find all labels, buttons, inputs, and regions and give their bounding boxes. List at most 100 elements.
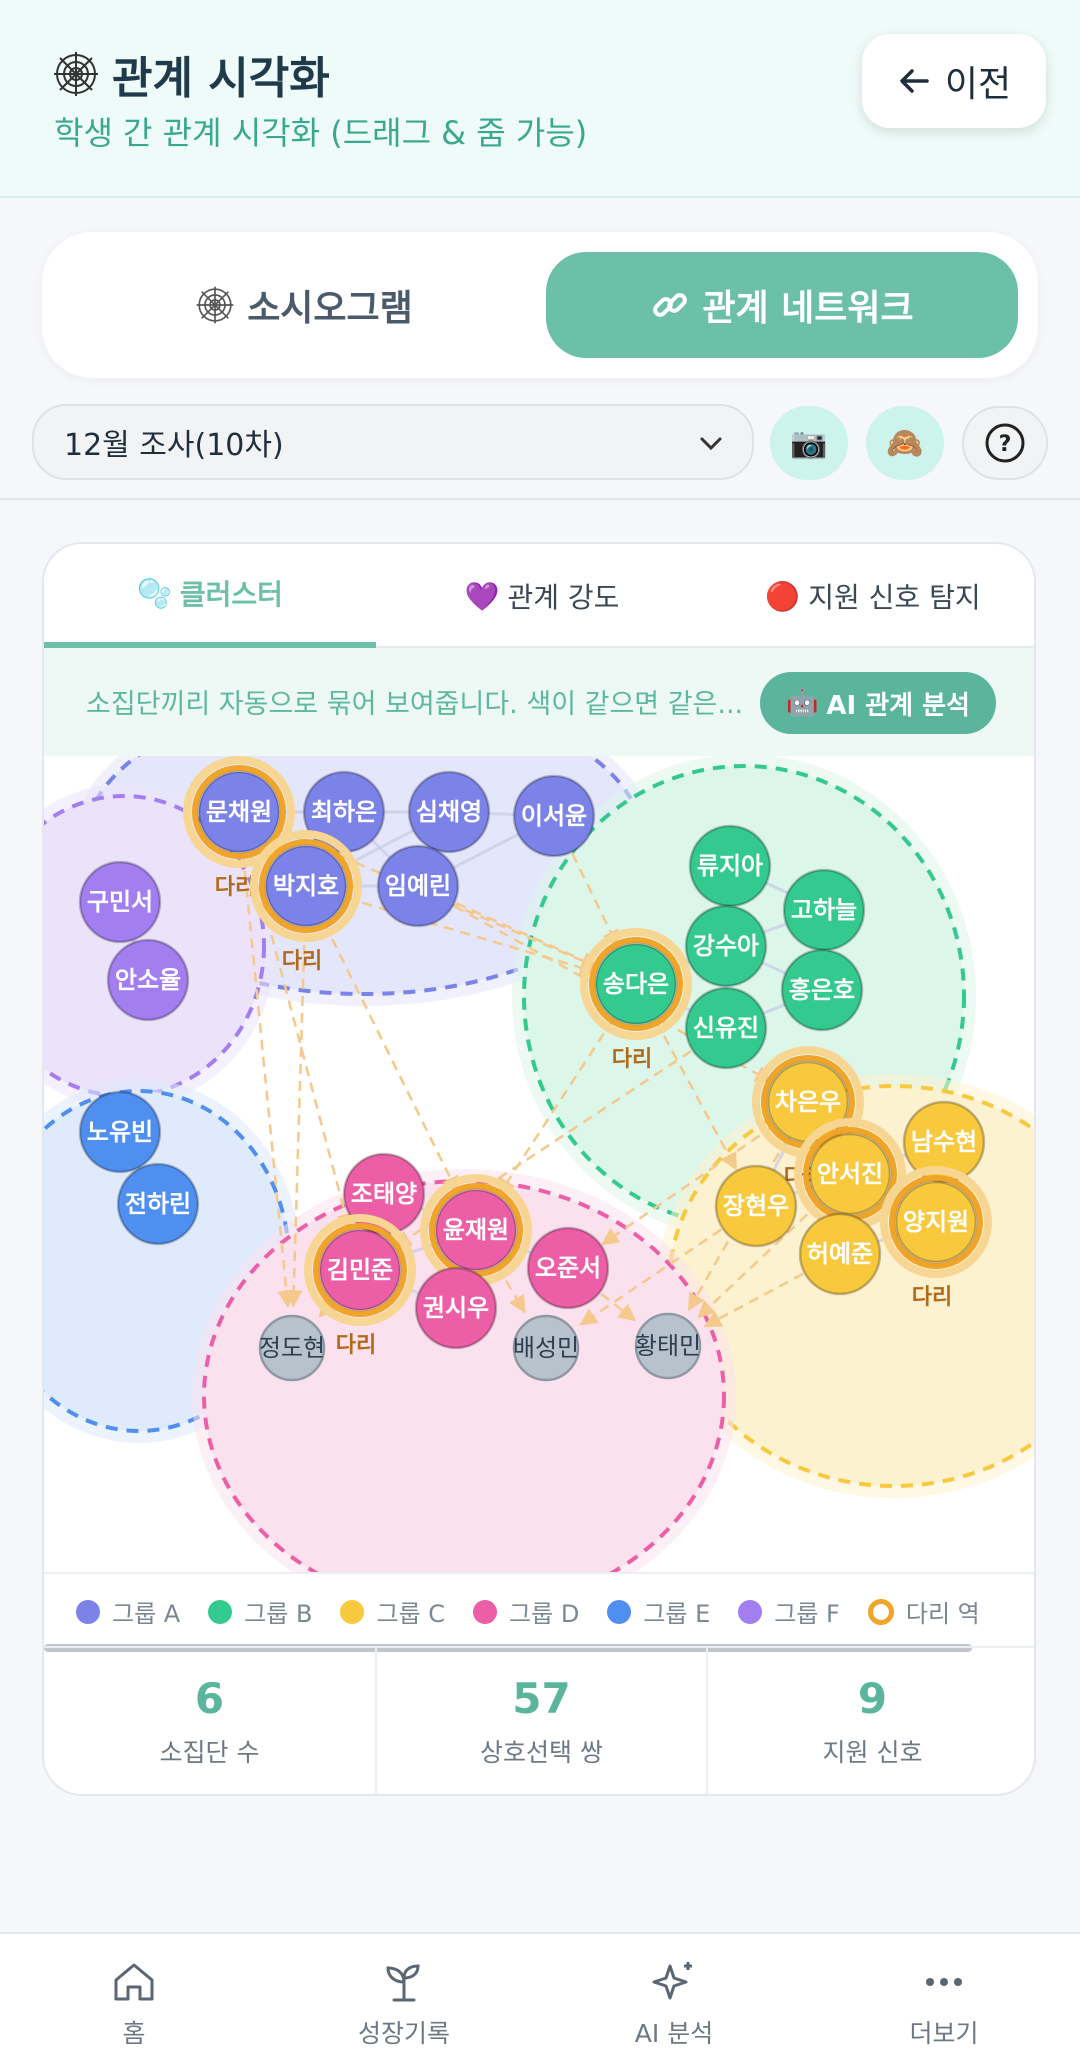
student-node-circle: [258, 1314, 326, 1382]
bottom-navigation: 홈 성장기록 AI 분석 더보기: [0, 1932, 1080, 2069]
section-divider: [0, 498, 1080, 500]
student-node[interactable]: 홍은호: [780, 948, 864, 1032]
legend-scrollbar[interactable]: [44, 1644, 972, 1652]
student-node[interactable]: 조태양: [342, 1152, 426, 1236]
see-no-evil-monkey-icon: 🙈: [886, 425, 924, 461]
link-icon: [653, 293, 688, 317]
student-node[interactable]: 장현우: [714, 1164, 798, 1248]
sprout-icon: [386, 1964, 420, 2002]
student-node[interactable]: 신유진: [684, 986, 768, 1070]
student-node[interactable]: 정도현: [258, 1314, 326, 1382]
bridge-ring-outer: [250, 830, 362, 942]
ai-relation-analysis-label: AI 관계 분석: [826, 690, 970, 721]
student-node-circle: [688, 824, 772, 908]
tab-cluster[interactable]: 🫧 클러스터: [44, 544, 376, 648]
student-node[interactable]: 황태민: [634, 1312, 702, 1380]
student-node-circle: [526, 1226, 610, 1310]
legend-item-e: 그룹 E: [607, 1594, 710, 1629]
survey-select[interactable]: 12월 조사(10차): [32, 404, 754, 480]
choice-arrow: [454, 905, 773, 1083]
bridge-label: 다리: [912, 1285, 952, 1310]
legend-item-a: 그룹 A: [76, 1594, 180, 1629]
legend-item-d: 그룹 D: [473, 1594, 579, 1629]
choice-arrow: [600, 1292, 637, 1322]
help-button[interactable]: ?: [962, 406, 1048, 480]
legend-item-bridge: 다리 역: [867, 1594, 980, 1629]
stat-value: 57: [512, 1674, 571, 1723]
more-icon: [926, 1978, 962, 1986]
student-node[interactable]: 최하은: [302, 770, 386, 854]
student-node-circle: [798, 1212, 882, 1296]
student-node[interactable]: 이서윤: [512, 774, 596, 858]
student-node[interactable]: 고하늘: [782, 868, 866, 952]
tab-relation-strength[interactable]: 💜 관계 강도: [376, 544, 708, 648]
legend-label: 그룹 A: [112, 1600, 181, 1628]
group-color-swatch: [473, 1599, 498, 1624]
nav-home[interactable]: 홈: [34, 1958, 234, 2050]
nav-growth-record[interactable]: 성장기록: [304, 1958, 504, 2050]
student-node[interactable]: 안소율: [106, 938, 190, 1022]
student-node-circle: [714, 1164, 798, 1248]
hide-names-button[interactable]: 🙈: [866, 406, 944, 480]
legend-item-c: 그룹 C: [340, 1594, 445, 1629]
robot-icon: 🤖: [786, 688, 819, 718]
student-name: 홍은호: [789, 976, 855, 1004]
bridge-label: 다리: [282, 949, 322, 974]
stat-cluster-count: 6 소집단 수: [44, 1648, 375, 1794]
back-button[interactable]: 이전: [862, 34, 1046, 128]
legend-label: 그룹 B: [244, 1600, 313, 1628]
nav-more[interactable]: 더보기: [844, 1958, 1044, 2050]
student-name: 김민준: [327, 1256, 393, 1284]
student-node[interactable]: 강수아: [684, 904, 768, 988]
group-color-swatch: [607, 1599, 632, 1624]
tab-network[interactable]: 관계 네트워크: [546, 252, 1018, 358]
student-node[interactable]: 구민서: [78, 860, 162, 944]
stat-value: 9: [857, 1674, 888, 1723]
tab-support-signal[interactable]: 🔴 지원 신호 탐지: [708, 544, 1034, 648]
bridge-ring: [889, 1175, 983, 1269]
ai-relation-analysis-button[interactable]: 🤖 AI 관계 분석: [760, 672, 996, 734]
student-node[interactable]: 전하린: [116, 1162, 200, 1246]
student-node-circle: [780, 948, 864, 1032]
student-node[interactable]: 오준서: [526, 1226, 610, 1310]
student-node-circle: [782, 868, 866, 952]
group-color-swatch: [76, 1599, 100, 1624]
student-node-circle: [684, 904, 768, 988]
student-node[interactable]: 임예린: [376, 844, 460, 928]
student-name: 고하늘: [791, 896, 857, 924]
camera-button[interactable]: 📷: [770, 406, 848, 480]
student-node-circle: [634, 1312, 702, 1380]
student-name: 양지원: [903, 1208, 969, 1236]
choice-arrow: [601, 1124, 775, 1246]
nav-growth-record-label: 성장기록: [357, 2019, 450, 2048]
stat-support-signals: 9 지원 신호: [706, 1648, 1034, 1794]
student-node[interactable]: 권시우: [414, 1266, 498, 1350]
tab-support-signal-label: 지원 신호 탐지: [808, 581, 981, 614]
student-node[interactable]: 허예준: [798, 1212, 882, 1296]
student-node-circle: [376, 844, 460, 928]
student-name: 신유진: [693, 1014, 759, 1042]
student-node[interactable]: 노유빈: [78, 1090, 162, 1174]
tab-sociogram[interactable]: 소시오그램: [62, 252, 546, 358]
student-name: 윤재원: [443, 1216, 509, 1244]
student-name: 장현우: [723, 1192, 789, 1220]
student-node[interactable]: 남수현: [902, 1100, 986, 1184]
view-switch: 소시오그램 관계 네트워크: [42, 232, 1038, 378]
student-node[interactable]: 류지아: [688, 824, 772, 908]
nav-ai-analysis[interactable]: AI 분석: [574, 1958, 774, 2050]
summary-stats: 6 소집단 수 57 상호선택 쌍 9 지원 신호: [44, 1646, 1034, 1794]
nav-ai-analysis-label: AI 분석: [634, 2019, 714, 2048]
student-name: 안소율: [115, 966, 181, 994]
student-node[interactable]: 배성민: [512, 1314, 580, 1382]
tab-network-label: 관계 네트워크: [702, 288, 914, 329]
tab-cluster-label: 클러스터: [179, 578, 283, 611]
bridge-ring-outer: [183, 756, 295, 868]
student-node[interactable]: 심채영: [407, 770, 491, 854]
